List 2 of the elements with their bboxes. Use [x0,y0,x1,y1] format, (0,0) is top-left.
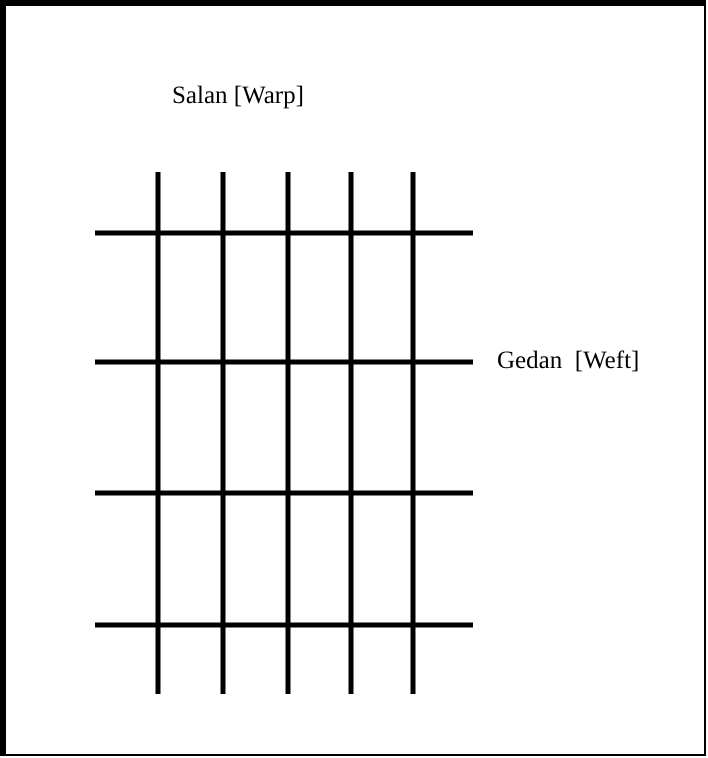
yarn-label: Gedan [Weft] [497,346,640,376]
yarn-label: Salan [Warp] [172,81,304,111]
